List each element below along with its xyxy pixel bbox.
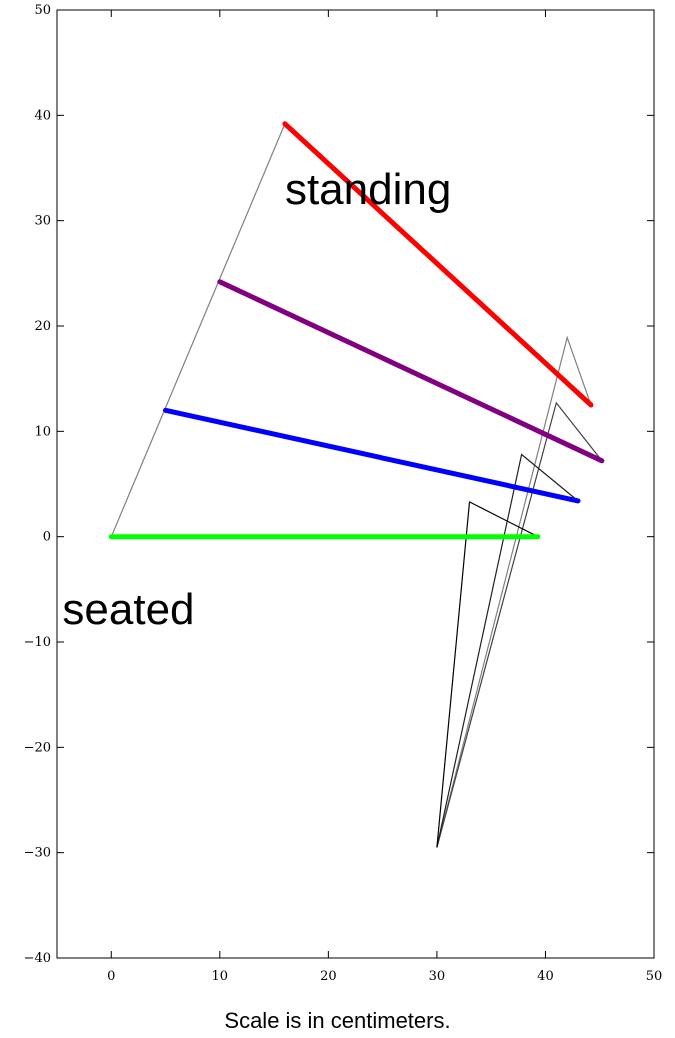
axis-ticks: [57, 9, 655, 959]
x-tick-label: 0: [107, 969, 115, 984]
segment-line: [282, 121, 594, 408]
y-tick-label: −30: [24, 846, 51, 861]
y-tick-label: −10: [24, 635, 51, 650]
segment-line: [163, 407, 581, 504]
chart: 0 10 20 30 40 50 −40 −30 −20 −10 0 10 20 30 40 50 stand…: [24, 3, 663, 984]
annotations: standing seated: [62, 165, 451, 634]
axis-tick-labels: 0 10 20 30 40 50 −40 −30 −20 −10 0 10 20 30 40 50: [24, 3, 663, 984]
y-tick-label: 20: [34, 319, 51, 334]
linkage-line: [436, 335, 592, 848]
y-tick-label: 50: [34, 3, 51, 18]
linkage-line: [436, 500, 539, 848]
segment-line: [217, 279, 605, 464]
series-lines: [108, 121, 605, 848]
x-tick-label: 30: [429, 969, 446, 984]
linkage-line: [110, 123, 286, 537]
y-tick-label: −20: [24, 740, 51, 755]
chart-caption: Scale is in centimeters.: [224, 1008, 451, 1033]
plot-frame: [56, 9, 655, 959]
x-tick-label: 10: [212, 969, 229, 984]
x-tick-label: 40: [537, 969, 554, 984]
y-tick-label: 30: [34, 214, 51, 229]
y-tick-label: 10: [34, 424, 51, 439]
linkage-line: [436, 453, 579, 848]
linkage-line: [436, 401, 603, 848]
y-tick-label: 0: [43, 530, 51, 545]
x-tick-label: 20: [320, 969, 337, 984]
y-tick-label: 40: [34, 108, 51, 123]
x-tick-label: 50: [646, 969, 663, 984]
annotation-standing: standing: [285, 165, 451, 214]
annotation-seated: seated: [62, 585, 194, 634]
y-tick-label: −40: [24, 951, 51, 966]
